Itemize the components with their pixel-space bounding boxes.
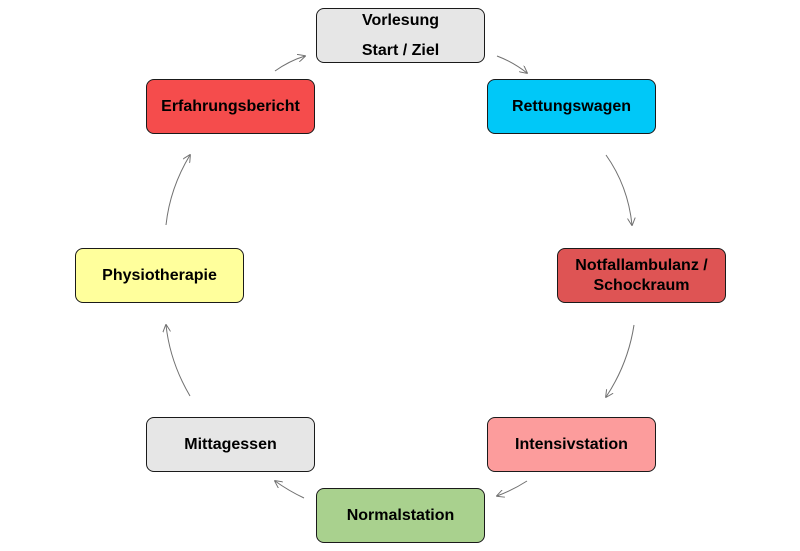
arrow-intensivstation-to-normalstation (497, 480, 528, 496)
node-label: Intensivstation (515, 435, 628, 453)
node-label: Rettungswagen (511, 97, 632, 115)
node-intensivstation: Intensivstation (487, 417, 656, 472)
node-rettungswagen: Rettungswagen (487, 79, 656, 134)
node-notfallambulanz-schockraum: Notfallambulanz / Schockraum (557, 248, 726, 303)
node-label: Vorlesung (361, 12, 440, 30)
node-label: Schockraum (593, 276, 690, 294)
node-vorlesung-start-ziel: Vorlesung Start / Ziel (316, 8, 485, 63)
node-erfahrungsbericht: Erfahrungsbericht (146, 79, 315, 134)
arrow-physiotherapie-to-erfahrungsbericht (165, 155, 190, 226)
node-mittagessen: Mittagessen (146, 417, 315, 472)
arrow-erfahrungsbericht-to-vorlesung (274, 56, 305, 72)
node-label: Mittagessen (184, 435, 277, 453)
arrow-notfallambulanz-to-intensivstation (606, 324, 635, 397)
node-label: Normalstation (346, 506, 455, 524)
node-physiotherapie: Physiotherapie (75, 248, 244, 303)
arrow-rettungswagen-to-notfallambulanz (605, 154, 632, 225)
node-label: Erfahrungsbericht (161, 97, 300, 115)
arrow-vorlesung-to-rettungswagen (496, 55, 527, 73)
node-label: Start / Ziel (361, 41, 440, 59)
node-label: Physiotherapie (102, 266, 217, 284)
node-label: Notfallambulanz / (575, 257, 708, 275)
arrow-normalstation-to-mittagessen (275, 481, 305, 499)
arrow-mittagessen-to-physiotherapie (166, 325, 191, 397)
node-normalstation: Normalstation (316, 488, 485, 543)
